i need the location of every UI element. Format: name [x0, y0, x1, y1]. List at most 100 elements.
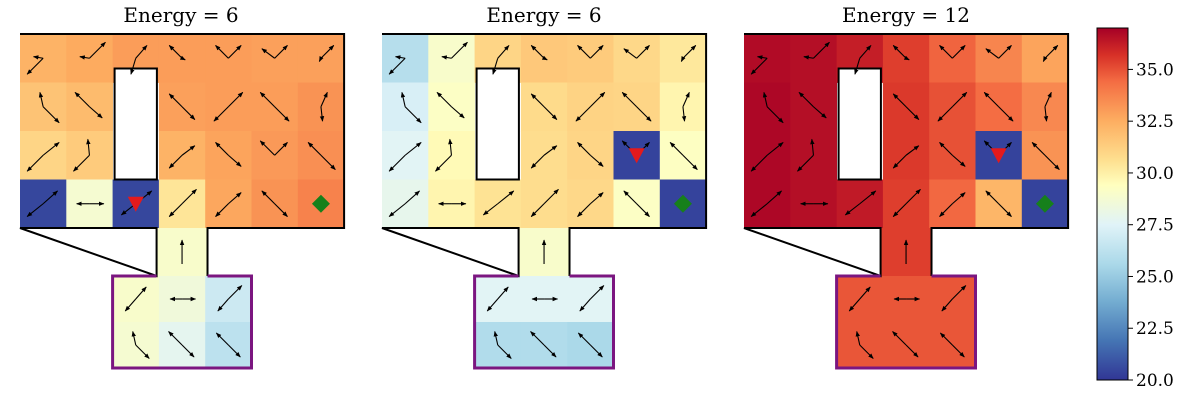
policy-arrow — [181, 106, 196, 120]
policy-arrow — [985, 190, 1000, 205]
colorbar-tick-label: 30.0 — [1136, 164, 1174, 184]
colorbar-gradient — [1096, 27, 1129, 381]
policy-arrow — [451, 106, 465, 119]
policy-arrow — [530, 93, 545, 108]
policy-arrow — [589, 344, 603, 358]
policy-arrow — [750, 203, 768, 217]
policy-arrow — [319, 106, 325, 122]
policy-arrow — [320, 91, 328, 107]
policy-arrow — [89, 41, 106, 59]
policy-arrow — [813, 106, 827, 119]
policy-arrow — [497, 286, 509, 300]
policy-arrow — [892, 154, 907, 169]
policy-arrow — [227, 344, 241, 358]
policy-arrow — [1044, 154, 1060, 171]
policy-arrow — [530, 331, 545, 346]
policy-arrow — [261, 190, 276, 205]
policy-arrow — [681, 106, 687, 122]
policy-arrow — [998, 106, 1014, 122]
policy-arrow — [621, 91, 638, 108]
policy-arrow — [181, 145, 196, 156]
target-marker — [628, 148, 645, 164]
policy-arrow — [33, 55, 44, 60]
policy-arrow — [26, 203, 44, 217]
policy-arrow — [26, 57, 44, 75]
policy-arrow — [757, 55, 768, 60]
policy-arrow — [669, 142, 684, 156]
policy-arrow — [1043, 106, 1049, 122]
policy-arrow — [42, 106, 60, 124]
policy-arrow — [441, 55, 452, 60]
policy-arrow — [497, 344, 512, 359]
target-marker — [127, 196, 144, 212]
policy-arrow — [131, 330, 137, 346]
policy-arrow — [261, 48, 275, 59]
policy-arrow — [1031, 142, 1046, 156]
panel-3-title: Energy = 12 — [842, 3, 970, 27]
policy-arrow — [589, 45, 604, 59]
heatmap-cell — [428, 34, 475, 83]
box-outline — [473, 274, 615, 370]
goal-marker — [311, 194, 330, 213]
policy-arrow — [905, 344, 919, 358]
room-outline — [743, 33, 1070, 278]
policy-arrow — [79, 55, 90, 60]
goal-marker — [1035, 194, 1054, 213]
policy-arrow — [855, 330, 861, 346]
policy-arrow — [404, 142, 422, 156]
policy-arrow — [215, 332, 229, 346]
policy-arrow — [905, 145, 920, 156]
policy-arrow — [951, 192, 966, 205]
policy-arrow — [766, 142, 784, 156]
policy-arrow — [998, 45, 1012, 59]
policy-arrow — [813, 41, 830, 59]
colorbar-tick-label: 20.0 — [1136, 371, 1174, 391]
box-outline — [835, 274, 977, 370]
policy-arrow — [168, 93, 183, 108]
box-outline — [111, 274, 253, 370]
policy-arrow — [530, 203, 545, 217]
policy-arrow — [589, 91, 606, 108]
policy-arrow — [404, 190, 420, 205]
policy-arrow — [168, 331, 183, 346]
colorbar-tick-label: 32.5 — [1136, 112, 1174, 132]
policy-arrow — [320, 154, 336, 171]
policy-arrow — [589, 285, 605, 300]
policy-arrow — [951, 91, 968, 108]
policy-arrow — [435, 154, 452, 172]
policy-arrow — [73, 154, 90, 172]
policy-arrow — [451, 41, 468, 59]
policy-arrow — [227, 91, 244, 108]
policy-arrow — [844, 203, 861, 216]
policy-arrow — [680, 56, 686, 62]
colorbar-tick-label: 35.0 — [1136, 60, 1174, 80]
policy-arrow — [215, 203, 229, 217]
policy-arrow — [530, 154, 545, 169]
panel-2-title: Energy = 6 — [486, 3, 601, 27]
policy-arrow — [217, 298, 229, 312]
policy-arrow — [89, 106, 103, 119]
policy-arrow — [797, 154, 814, 172]
policy-arrow — [577, 142, 591, 156]
obstacle-wall — [837, 67, 882, 181]
policy-arrow — [124, 298, 137, 312]
heatmap-panel-1 — [19, 33, 346, 370]
policy-arrow — [636, 203, 650, 217]
policy-arrow — [892, 93, 907, 108]
policy-arrow — [259, 140, 276, 156]
heatmap-cell — [790, 131, 837, 180]
policy-arrow — [448, 138, 453, 156]
policy-arrow — [939, 332, 953, 346]
policy-arrow — [766, 106, 784, 124]
policy-arrow — [903, 55, 910, 61]
policy-arrow — [939, 45, 953, 59]
policy-arrow — [227, 285, 243, 300]
policy-arrow — [951, 344, 965, 358]
colorbar-ticks: 20.022.525.027.530.032.535.0 — [1128, 60, 1174, 391]
policy-arrow — [1044, 91, 1052, 107]
policy-arrow — [939, 142, 953, 156]
policy-arrow — [543, 188, 559, 205]
policy-arrow — [750, 154, 768, 172]
policy-arrow — [859, 286, 871, 300]
